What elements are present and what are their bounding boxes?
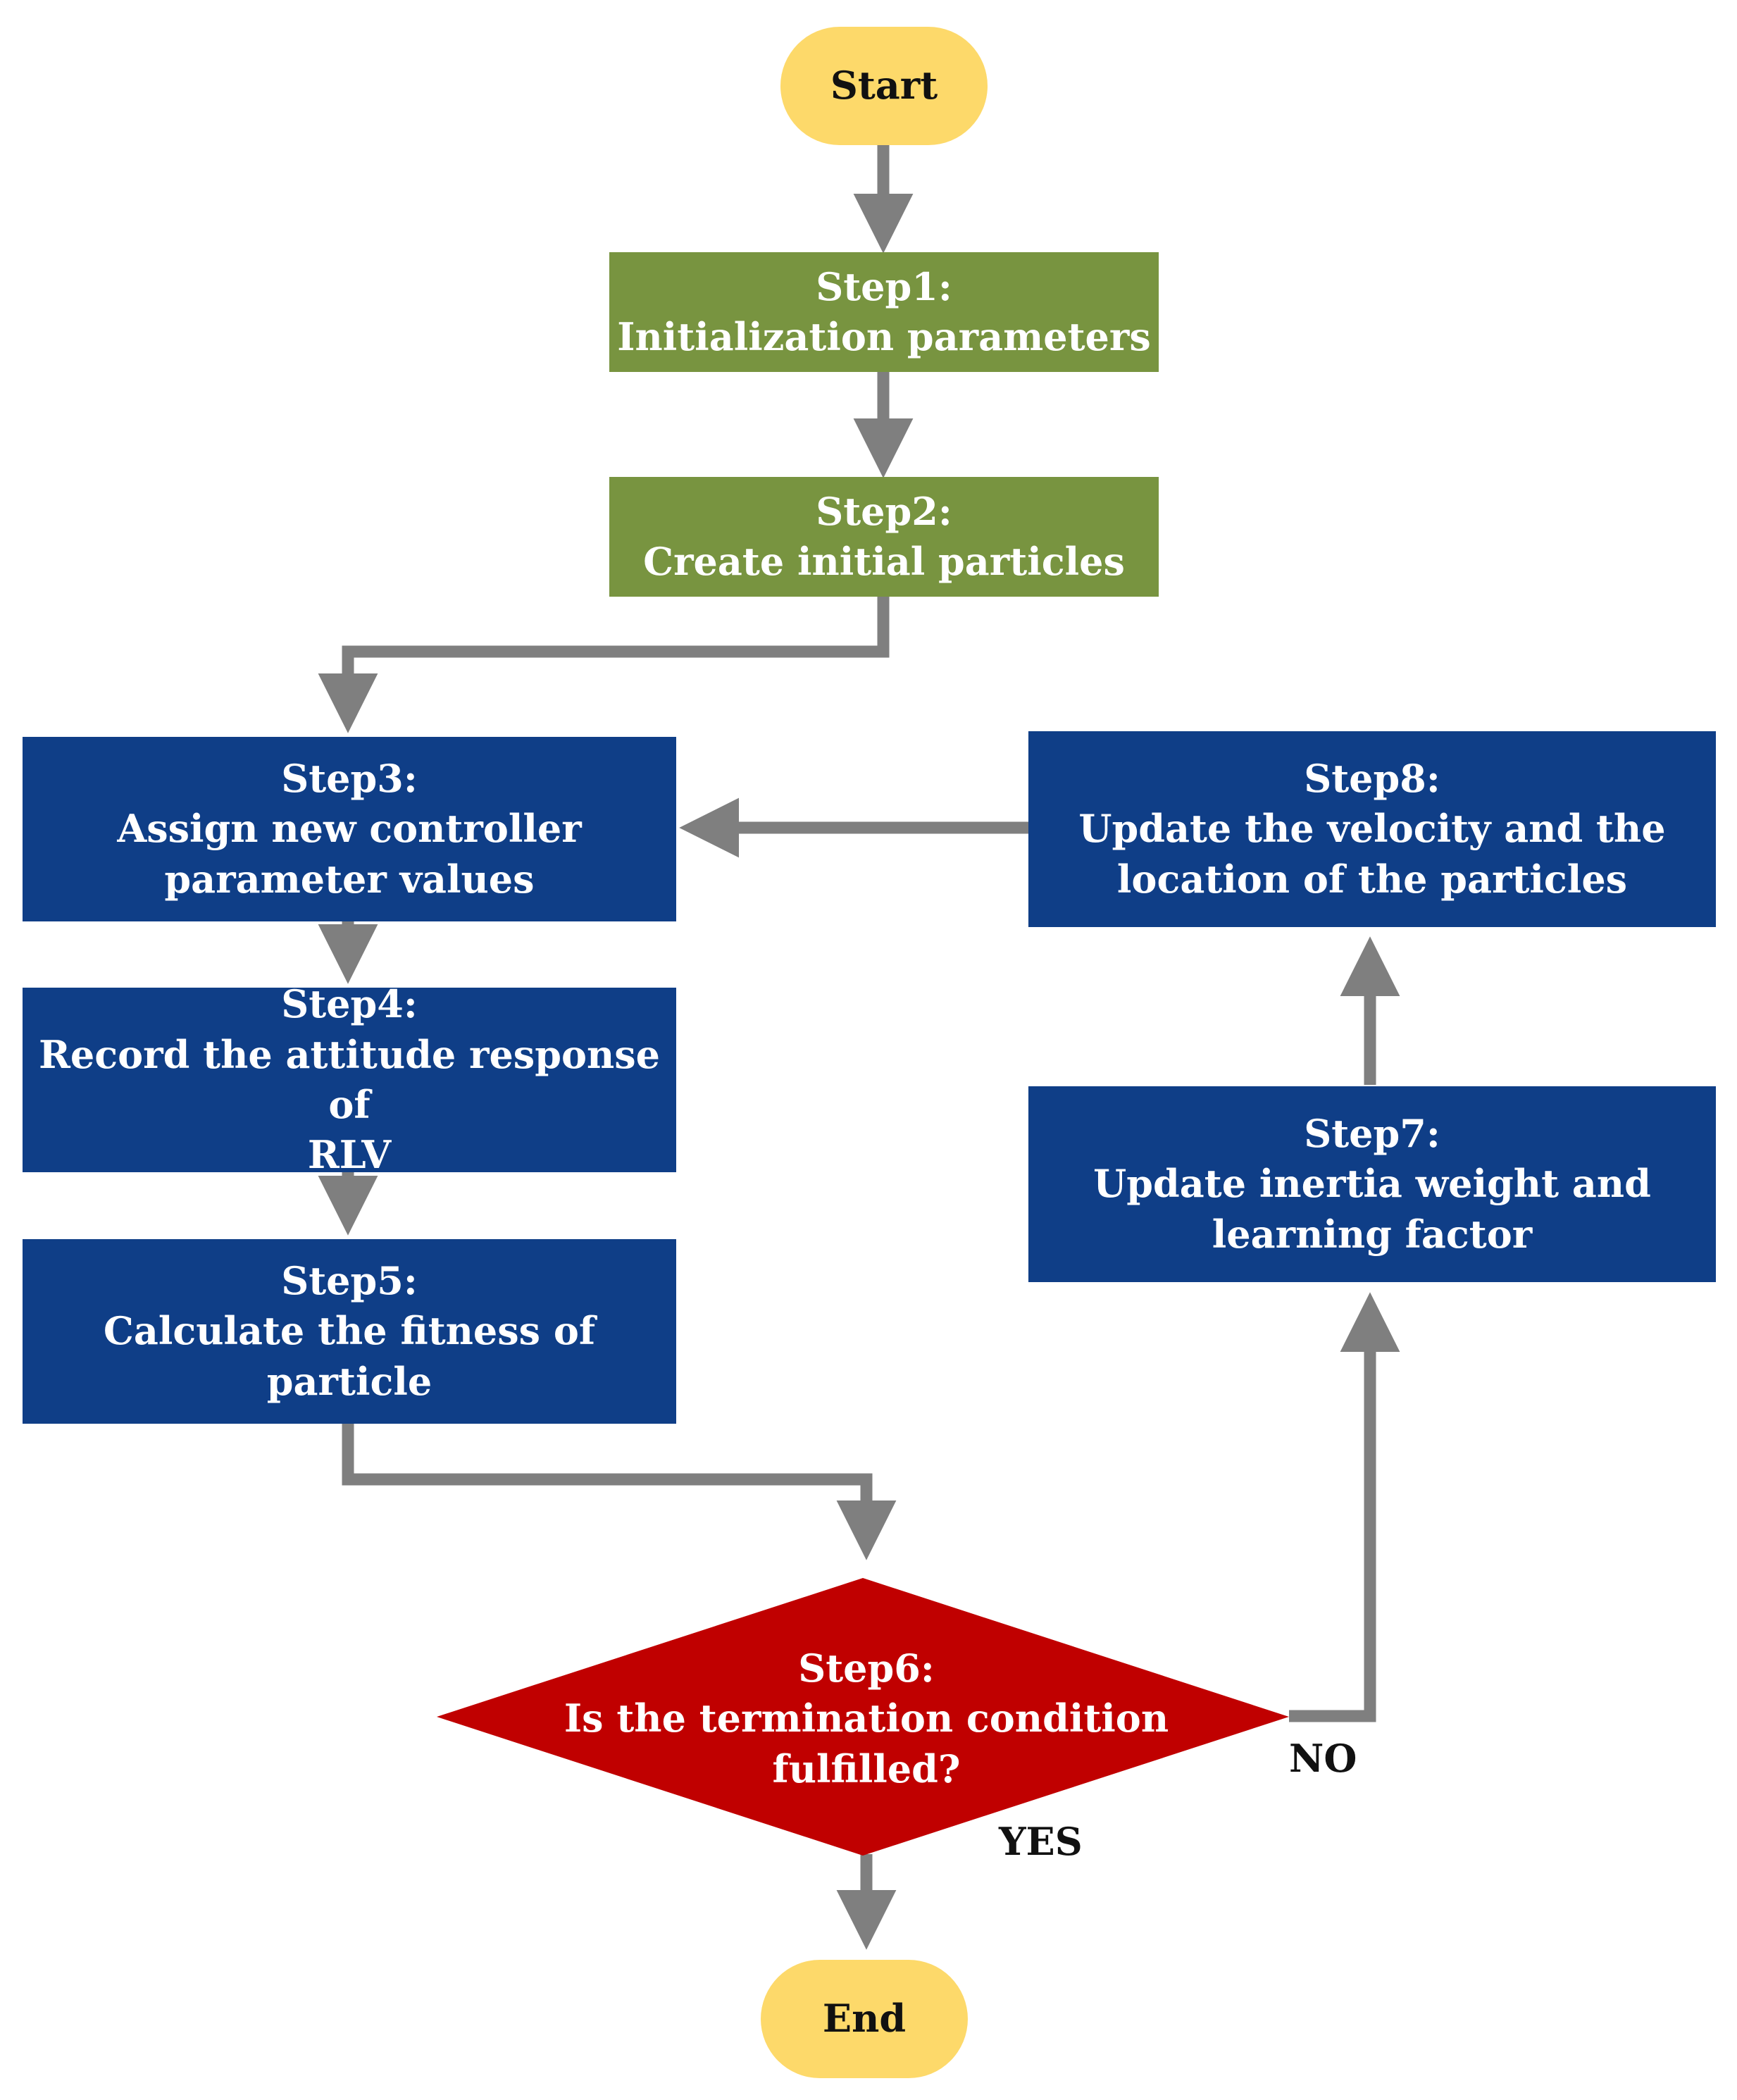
- step1-box: Step1: Initialization parameters: [609, 252, 1159, 372]
- step4-title: Step4:: [281, 981, 418, 1027]
- step5-box: Step5: Calculate the fitness of particle: [23, 1239, 676, 1424]
- arrow-step5-to-step6: [342, 1423, 897, 1560]
- step1-title: Step1:: [816, 263, 952, 309]
- step6-decision-diamond: [437, 1578, 1289, 1856]
- yes-label: YES: [999, 1819, 1083, 1864]
- step4-box: Step4: Record the attitude response of R…: [23, 981, 676, 1177]
- step4-line-2: RLV: [307, 1132, 392, 1178]
- no-label: NO: [1289, 1736, 1357, 1781]
- start-terminal: Start: [780, 27, 988, 145]
- end-terminal: End: [761, 1960, 968, 2078]
- step8-title: Step8:: [1304, 756, 1440, 802]
- step3-title: Step3:: [281, 756, 418, 802]
- step7-line-2: learning factor: [1212, 1211, 1533, 1257]
- step1-line-1: Initialization parameters: [617, 314, 1151, 359]
- step8-box: Step8: Update the velocity and the locat…: [1028, 731, 1716, 927]
- step6-text: Step6: Is the termination condition fulf…: [549, 1620, 1183, 1818]
- step2-line-1: Create initial particles: [643, 539, 1125, 584]
- step3-box: Step3: Assign new controller parameter v…: [23, 737, 676, 921]
- arrow-step6-to-step7: [1289, 1292, 1400, 1722]
- step6-line-1: Is the termination condition: [564, 1696, 1169, 1741]
- step7-box: Step7: Update inertia weight and learnin…: [1028, 1086, 1716, 1282]
- step3-line-2: parameter values: [164, 856, 535, 902]
- step4-line-1: Record the attitude response of: [38, 1031, 660, 1127]
- step3-line-1: Assign new controller: [117, 806, 582, 852]
- step7-line-1: Update inertia weight and: [1093, 1161, 1651, 1207]
- step5-title: Step5:: [281, 1258, 418, 1304]
- step8-line-2: location of the particles: [1116, 856, 1628, 902]
- arrow-step2-to-step3: [318, 595, 890, 733]
- step5-line-1: Calculate the fitness of particle: [103, 1308, 596, 1404]
- step2-title: Step2:: [816, 488, 952, 534]
- step6-line-2: fulfilled?: [772, 1746, 961, 1791]
- end-label: End: [822, 1996, 907, 2042]
- step7-title: Step7:: [1304, 1111, 1440, 1157]
- step6-title: Step6:: [798, 1646, 935, 1691]
- step8-line-1: Update the velocity and the: [1078, 806, 1666, 852]
- step2-box: Step2: Create initial particles: [609, 477, 1159, 597]
- start-label: Start: [830, 63, 938, 108]
